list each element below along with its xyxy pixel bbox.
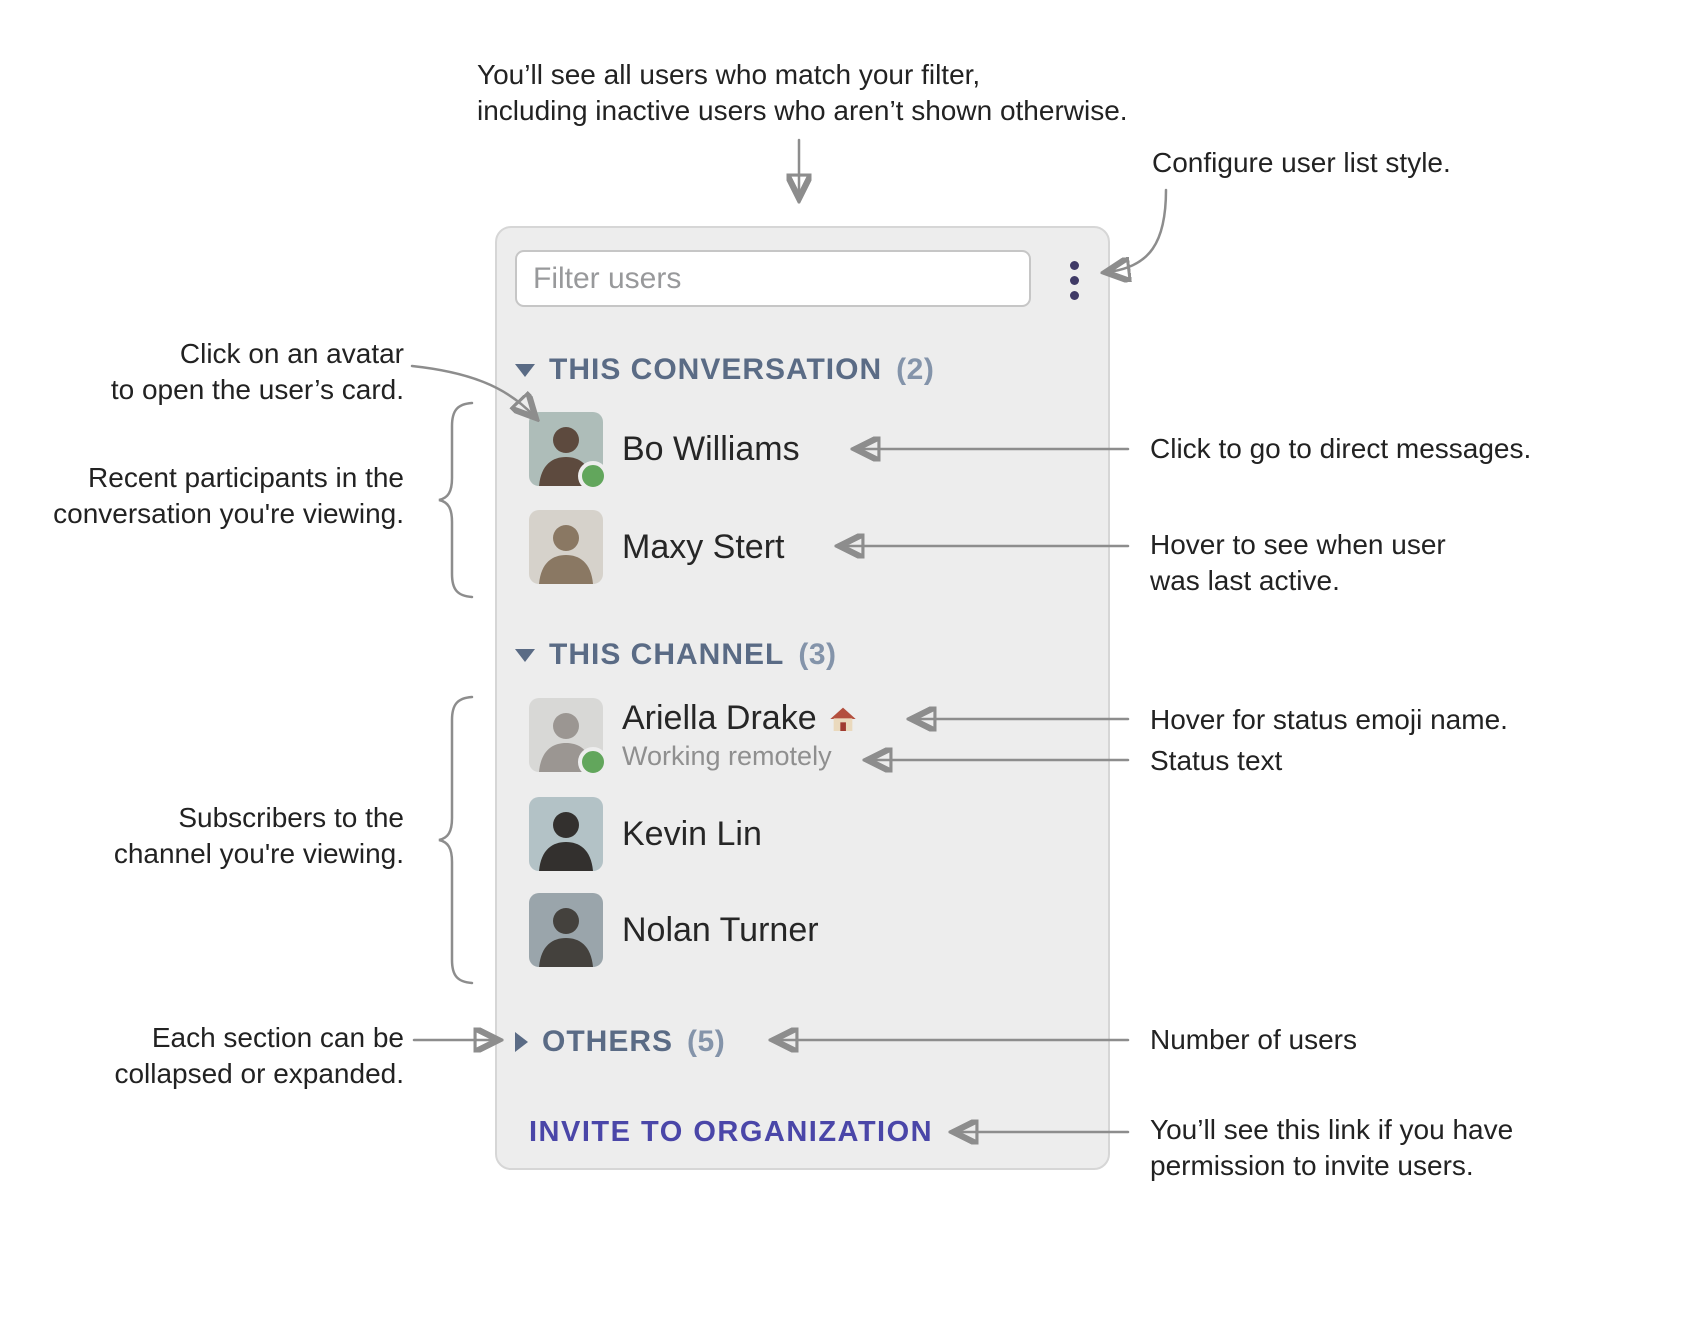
section-header-others[interactable]: OTHERS (5) [515,1023,725,1061]
avatar-silhouette-icon [529,510,603,584]
note-line: Hover to see when user [1150,529,1446,560]
avatar-silhouette-icon [529,893,603,967]
note-invite-permission: You’ll see this link if you have permiss… [1150,1112,1513,1184]
user-row: Maxy Stert [529,510,784,584]
user-list-options-icon[interactable] [1057,258,1091,302]
note-line: conversation you're viewing. [53,498,404,529]
section-label: THIS CONVERSATION [549,353,883,386]
section-count: (2) [896,353,935,386]
note-collapse-sections: Each section can be collapsed or expande… [104,1020,404,1092]
brace-channel-subscribers [438,695,474,985]
note-line: channel you're viewing. [113,838,404,869]
avatar[interactable] [529,412,608,491]
avatar[interactable] [529,510,603,584]
filter-users-input[interactable] [515,250,1031,307]
note-line: collapsed or expanded. [114,1058,404,1089]
note-line: Click on an avatar [179,338,404,369]
user-row: Bo Williams [529,412,800,491]
expand-triangle-icon [515,1032,528,1052]
note-direct-messages: Click to go to direct messages. [1150,433,1532,464]
avatar[interactable] [529,698,608,777]
section-header-this-conversation[interactable]: THIS CONVERSATION (2) [515,351,934,389]
note-line: Subscribers to the [178,802,404,833]
user-name[interactable]: Maxy Stert [622,527,785,566]
note-line: was last active. [1150,565,1340,596]
note-line: You’ll see this link if you have [1150,1114,1514,1145]
online-presence-dot [578,747,608,777]
invite-to-organization-link[interactable]: INVITE TO ORGANIZATION [529,1116,934,1148]
note-status-text: Status text [1150,745,1283,776]
house-status-emoji-icon[interactable] [827,703,859,735]
user-row: Nolan Turner [529,893,819,967]
ellipsis-dot [1069,260,1079,270]
user-name-and-status: Ariella Drake Working remotely [622,698,859,771]
note-line: to open the user’s card. [110,374,404,405]
avatar[interactable] [529,893,603,967]
note-last-active: Hover to see when user was last active. [1150,527,1446,599]
section-header-this-channel[interactable]: THIS CHANNEL (3) [515,636,837,674]
online-presence-dot [578,461,608,491]
section-label: THIS CHANNEL [549,638,785,671]
collapse-triangle-icon [515,363,535,377]
user-status-text: Working remotely [622,741,832,771]
connector-configure [1108,188,1168,272]
user-row: Ariella Drake Working remotely [529,698,859,777]
note-status-emoji: Hover for status emoji name. [1150,704,1508,735]
note-filter-results: You’ll see all users who match your filt… [477,57,1128,129]
user-name[interactable]: Nolan Turner [622,910,819,949]
section-label: OTHERS [542,1025,674,1058]
section-count: (5) [687,1025,726,1058]
note-recent-participants: Recent participants in the conversation … [44,460,404,532]
user-name[interactable]: Ariella Drake [622,699,817,737]
user-list-panel: THIS CONVERSATION (2) Bo Williams Maxy S… [495,226,1110,1170]
ellipsis-dot [1069,290,1079,300]
note-subscribers: Subscribers to the channel you're viewin… [104,800,404,872]
user-row: Kevin Lin [529,797,762,871]
ellipsis-dot [1069,275,1079,285]
note-user-count: Number of users [1150,1024,1357,1055]
user-name[interactable]: Kevin Lin [622,814,762,853]
note-line: permission to invite users. [1150,1150,1474,1181]
avatar[interactable] [529,797,603,871]
brace-conversation-participants [438,401,474,599]
note-configure-style: Configure user list style. [1152,147,1451,178]
section-count: (3) [798,638,837,671]
collapse-triangle-icon [515,648,535,662]
user-name[interactable]: Bo Williams [622,429,800,468]
note-avatar-card: Click on an avatar to open the user’s ca… [84,336,404,408]
note-line: Recent participants in the [88,462,404,493]
note-line: You’ll see all users who match your filt… [477,59,981,90]
note-line: including inactive users who aren’t show… [477,95,1128,126]
note-line: Each section can be [151,1022,404,1053]
avatar-silhouette-icon [529,797,603,871]
